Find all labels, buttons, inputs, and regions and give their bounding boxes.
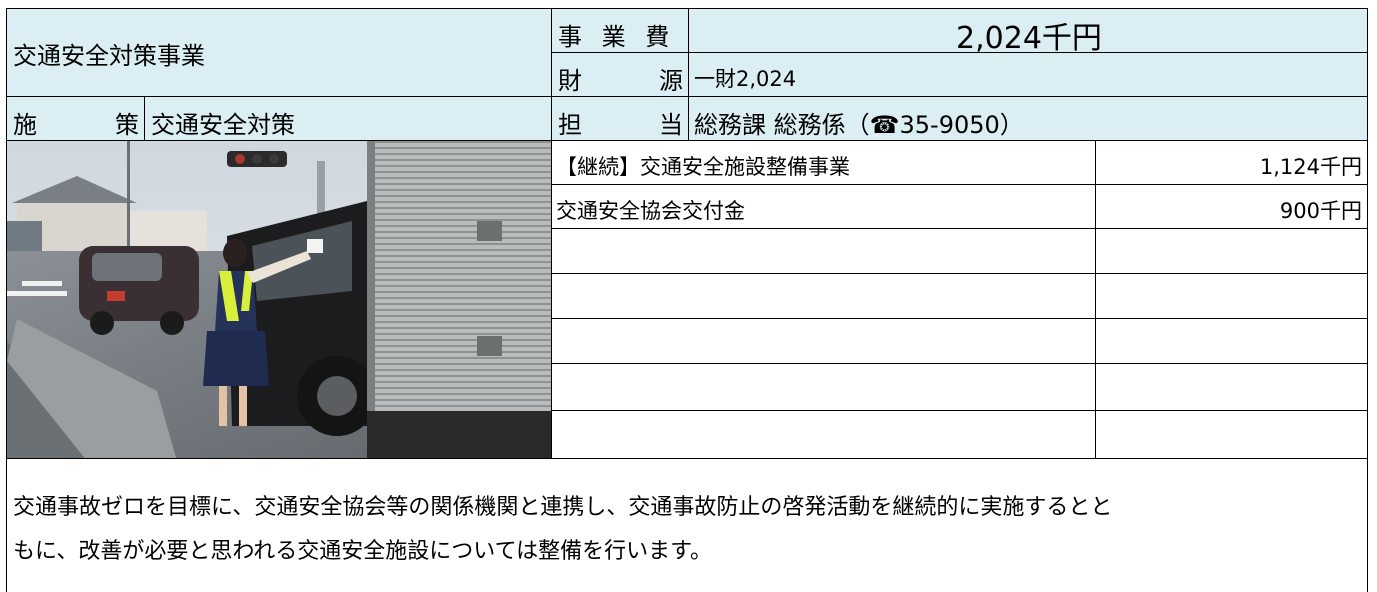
- project-name-cell: 交通安全対策事業: [6, 8, 553, 98]
- breakdown-item-cell: [551, 410, 1097, 460]
- charge-label-cell: 担 当: [551, 96, 690, 142]
- breakdown-item-cell: 【継続】交通安全施設整備事業: [551, 140, 1097, 186]
- breakdown-amount-cell: 900千円: [1095, 184, 1368, 230]
- breakdown-amount-cell: [1095, 273, 1368, 320]
- cost-value: 2,024千円: [956, 21, 1102, 56]
- breakdown-item: 【継続】交通安全施設整備事業: [556, 155, 850, 179]
- breakdown-item-cell: [551, 228, 1097, 275]
- source-value: 一財2,024: [694, 67, 797, 91]
- breakdown-amount: 1,124千円: [1259, 155, 1362, 179]
- street-scene-illustration: [7, 141, 552, 459]
- charge-value-cell: 総務課 総務係（☎35-9050）: [688, 96, 1368, 142]
- breakdown-item-cell: [551, 363, 1097, 412]
- source-label-first: 財: [558, 67, 582, 95]
- charge-label-second: 当: [659, 111, 683, 139]
- cost-label-cell: 事 業 費: [551, 8, 690, 54]
- policy-value-cell: 交通安全対策: [144, 96, 553, 142]
- breakdown-amount-cell: [1095, 363, 1368, 412]
- policy-label-first: 施: [13, 111, 37, 139]
- breakdown-amount-cell: [1095, 228, 1368, 275]
- breakdown-amount-cell: [1095, 318, 1368, 365]
- source-label-cell: 財 源: [551, 52, 690, 98]
- breakdown-item: 交通安全協会交付金: [556, 199, 745, 223]
- cost-value-cell: 2,024千円: [688, 8, 1368, 56]
- policy-label-second: 策: [115, 111, 139, 139]
- breakdown-item-cell: [551, 318, 1097, 365]
- project-name: 交通安全対策事業: [13, 42, 205, 70]
- description-box: 交通事故ゼロを目標に、交通安全協会等の関係機関と連携し、交通事故防止の啓発活動を…: [6, 458, 1368, 592]
- breakdown-amount-cell: 1,124千円: [1095, 140, 1368, 186]
- policy-value: 交通安全対策: [151, 111, 295, 139]
- breakdown-amount-cell: [1095, 410, 1368, 460]
- source-label-second: 源: [659, 67, 683, 95]
- project-sheet: 交通安全対策事業 事 業 費 2,024千円 財 源 一財2,024 施 策 交…: [6, 8, 1368, 592]
- breakdown-item-cell: 交通安全協会交付金: [551, 184, 1097, 230]
- description-line-1: 交通事故ゼロを目標に、交通安全協会等の関係機関と連携し、交通事故防止の啓発活動を…: [13, 495, 1113, 520]
- charge-value: 総務課 総務係（☎35-9050）: [694, 111, 1024, 139]
- charge-label-first: 担: [558, 111, 582, 139]
- traffic-safety-photo: [6, 140, 553, 460]
- breakdown-amount: 900千円: [1279, 199, 1362, 223]
- description-line-2: もに、改善が必要と思われる交通安全施設については整備を行います。: [13, 539, 712, 564]
- cost-label: 事 業 費: [558, 23, 676, 51]
- source-value-cell: 一財2,024: [688, 52, 1368, 98]
- policy-label-cell: 施 策: [6, 96, 146, 142]
- breakdown-item-cell: [551, 273, 1097, 320]
